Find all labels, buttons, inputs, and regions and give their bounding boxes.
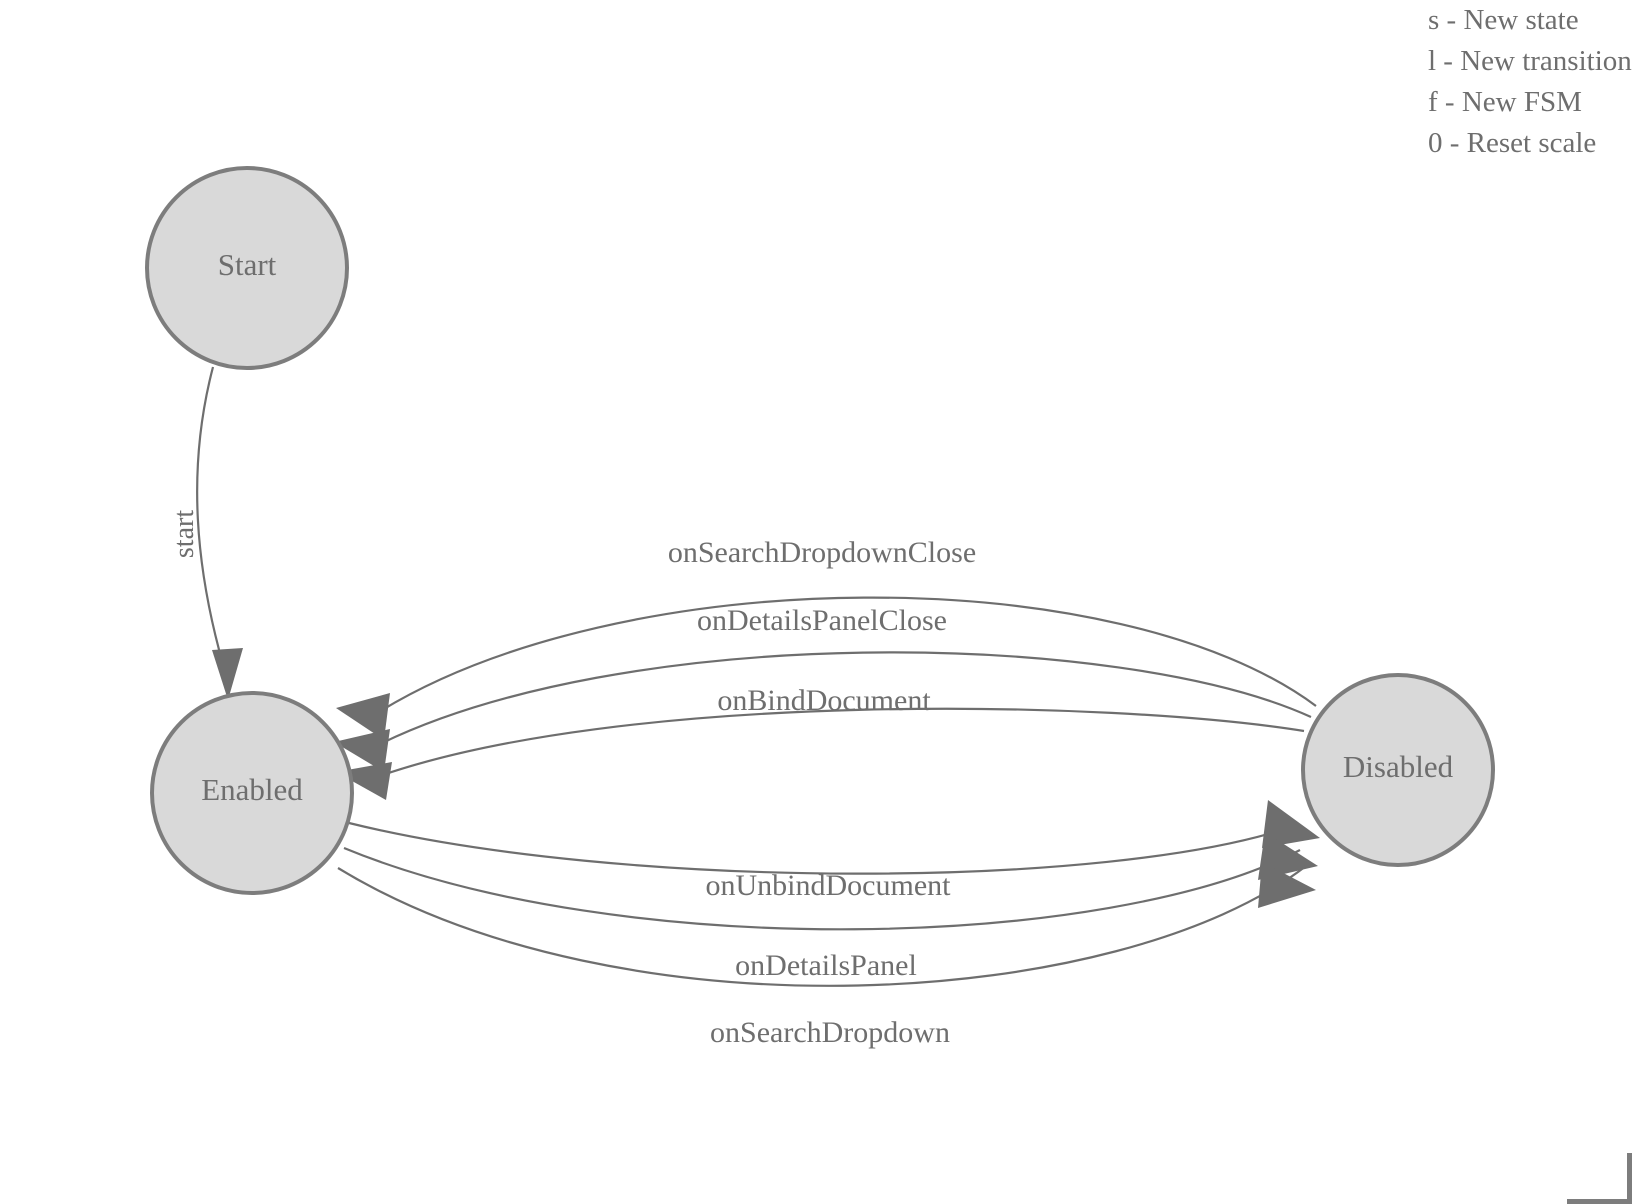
state-circle-disabled[interactable] <box>1301 673 1495 867</box>
edge-on-search-dropdown[interactable] <box>337 862 1316 987</box>
edge-path-on-bind-document <box>373 707 1305 780</box>
edge-path-on-search-dropdown-close <box>373 596 1317 716</box>
arrowhead-start <box>212 648 243 700</box>
arrowhead-on-unbind-document <box>1262 800 1320 848</box>
edge-on-search-dropdown-close[interactable] <box>336 596 1317 740</box>
edge-path-on-details-panel <box>343 846 1301 931</box>
state-node-disabled[interactable]: Disabled <box>1301 673 1495 867</box>
state-node-enabled[interactable]: Enabled <box>150 691 354 895</box>
edge-label-on-search-dropdown: onSearchDropdown <box>710 1016 950 1049</box>
edge-label-on-details-panel-close: onDetailsPanelClose <box>697 604 947 637</box>
edge-label-on-unbind-document: onUnbindDocument <box>706 869 952 902</box>
edge-on-details-panel-close[interactable] <box>334 651 1312 772</box>
edge-path-on-details-panel-close <box>371 651 1312 749</box>
edge-path-on-search-dropdown <box>337 865 1307 987</box>
edge-start[interactable] <box>196 366 243 700</box>
edge-label-on-search-dropdown-close: onSearchDropdownClose <box>668 536 976 569</box>
edge-label-start: start <box>169 510 200 558</box>
arrowhead-on-search-dropdown <box>1258 862 1316 908</box>
arrowhead-on-details-panel-close <box>334 729 390 772</box>
state-label-disabled: Disabled <box>1343 749 1454 784</box>
edge-on-unbind-document[interactable] <box>348 800 1320 875</box>
state-circle-start[interactable] <box>145 166 349 370</box>
state-node-start[interactable]: Start <box>145 166 349 370</box>
state-label-enabled: Enabled <box>201 772 303 807</box>
edge-label-on-bind-document: onBindDocument <box>717 684 931 717</box>
state-circle-enabled[interactable] <box>150 691 354 895</box>
edge-path-on-unbind-document <box>348 821 1295 875</box>
arrowhead-on-search-dropdown-close <box>336 693 390 740</box>
edge-label-on-details-panel: onDetailsPanel <box>735 949 917 982</box>
edge-path-start <box>196 366 226 669</box>
edge-on-bind-document[interactable] <box>336 707 1305 800</box>
state-label-start: Start <box>218 247 277 282</box>
